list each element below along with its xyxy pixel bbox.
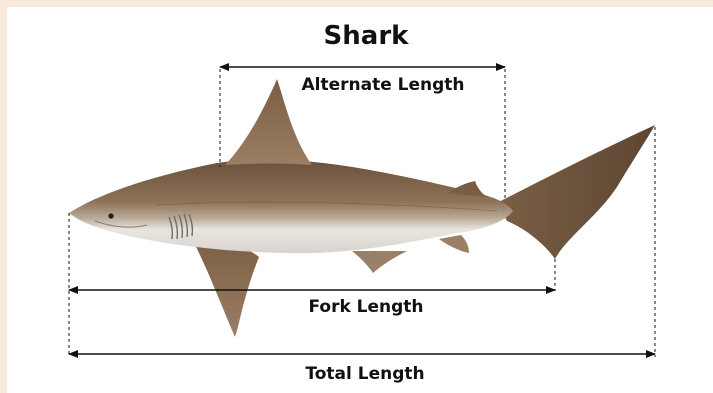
diagram-title: Shark: [324, 21, 409, 51]
anal-fin: [439, 235, 469, 253]
alternate-length-label: Alternate Length: [301, 75, 464, 95]
shark-eye: [108, 213, 113, 218]
diagram-canvas: Shark Alternate Length Fork Length Total…: [7, 7, 713, 393]
caudal-fin: [497, 125, 655, 259]
dorsal-fin: [225, 79, 312, 165]
pelvic-fin: [352, 251, 407, 273]
total-length-label: Total Length: [305, 364, 424, 384]
shark-diagram: [7, 7, 713, 393]
fork-length-label: Fork Length: [308, 297, 423, 317]
